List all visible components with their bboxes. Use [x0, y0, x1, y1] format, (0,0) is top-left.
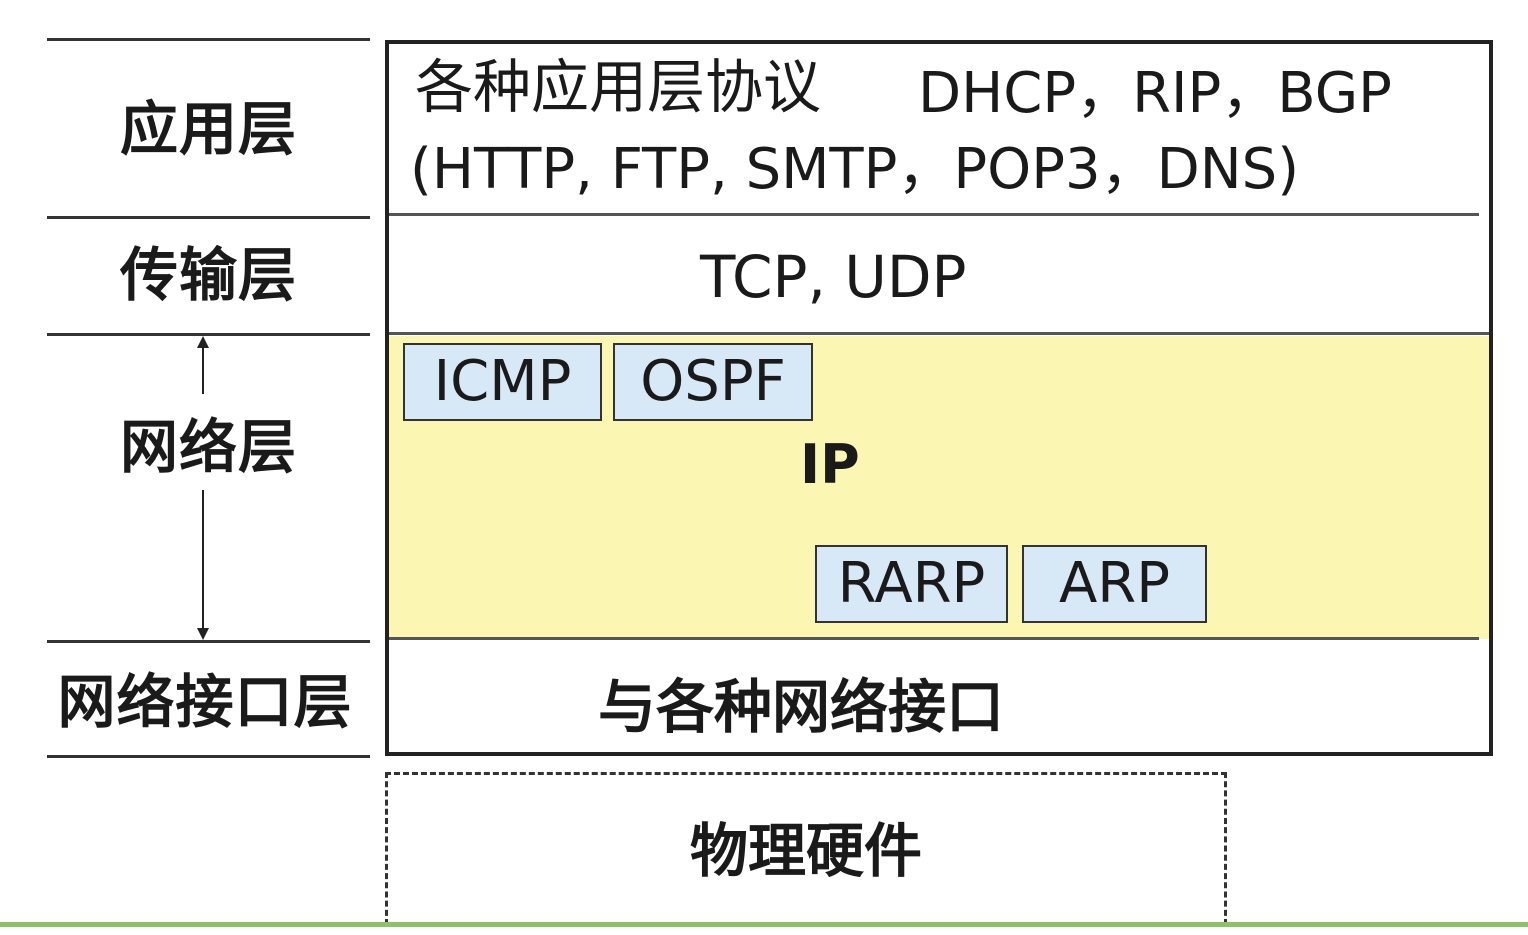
- application-protocols-heading: 各种应用层协议: [415, 53, 822, 121]
- label-separator-app-transport: [47, 216, 370, 219]
- layer-label-network: 网络层: [119, 413, 297, 481]
- ospf-box: OSPF: [613, 343, 813, 421]
- arp-box: ARP: [1022, 545, 1207, 623]
- label-separator-transport-network: [47, 333, 370, 336]
- icmp-box: ICMP: [403, 343, 602, 421]
- label-separator-bottom: [47, 755, 370, 758]
- arrow-up-icon: [197, 336, 209, 348]
- label-separator-network-interface: [47, 640, 370, 643]
- application-protocols-extra: DHCP，RIP，BGP: [918, 61, 1392, 126]
- network-arrow-lower-shaft: [202, 490, 204, 630]
- ip-label: IP: [800, 433, 860, 496]
- rarp-box: RARP: [815, 545, 1008, 623]
- label-separator-top: [47, 38, 370, 41]
- network-arrow-upper-shaft: [202, 346, 204, 394]
- layer-label-application: 应用层: [119, 95, 297, 163]
- inner-separator-transport-network: [389, 332, 1489, 335]
- application-protocols-list: (HTTP, FTP, SMTP，POP3，DNS): [410, 137, 1300, 202]
- transport-protocols: TCP, UDP: [700, 243, 967, 311]
- inner-separator-app-transport: [389, 213, 1479, 216]
- layer-label-network-interface: 网络接口层: [57, 668, 353, 736]
- physical-hardware-label: 物理硬件: [689, 817, 922, 885]
- inner-separator-network-interface: [389, 637, 1479, 640]
- layer-label-transport: 传输层: [119, 241, 297, 309]
- arrow-down-icon: [197, 628, 209, 640]
- network-interface-text: 与各种网络接口: [598, 673, 1005, 741]
- footer-divider: [0, 922, 1528, 927]
